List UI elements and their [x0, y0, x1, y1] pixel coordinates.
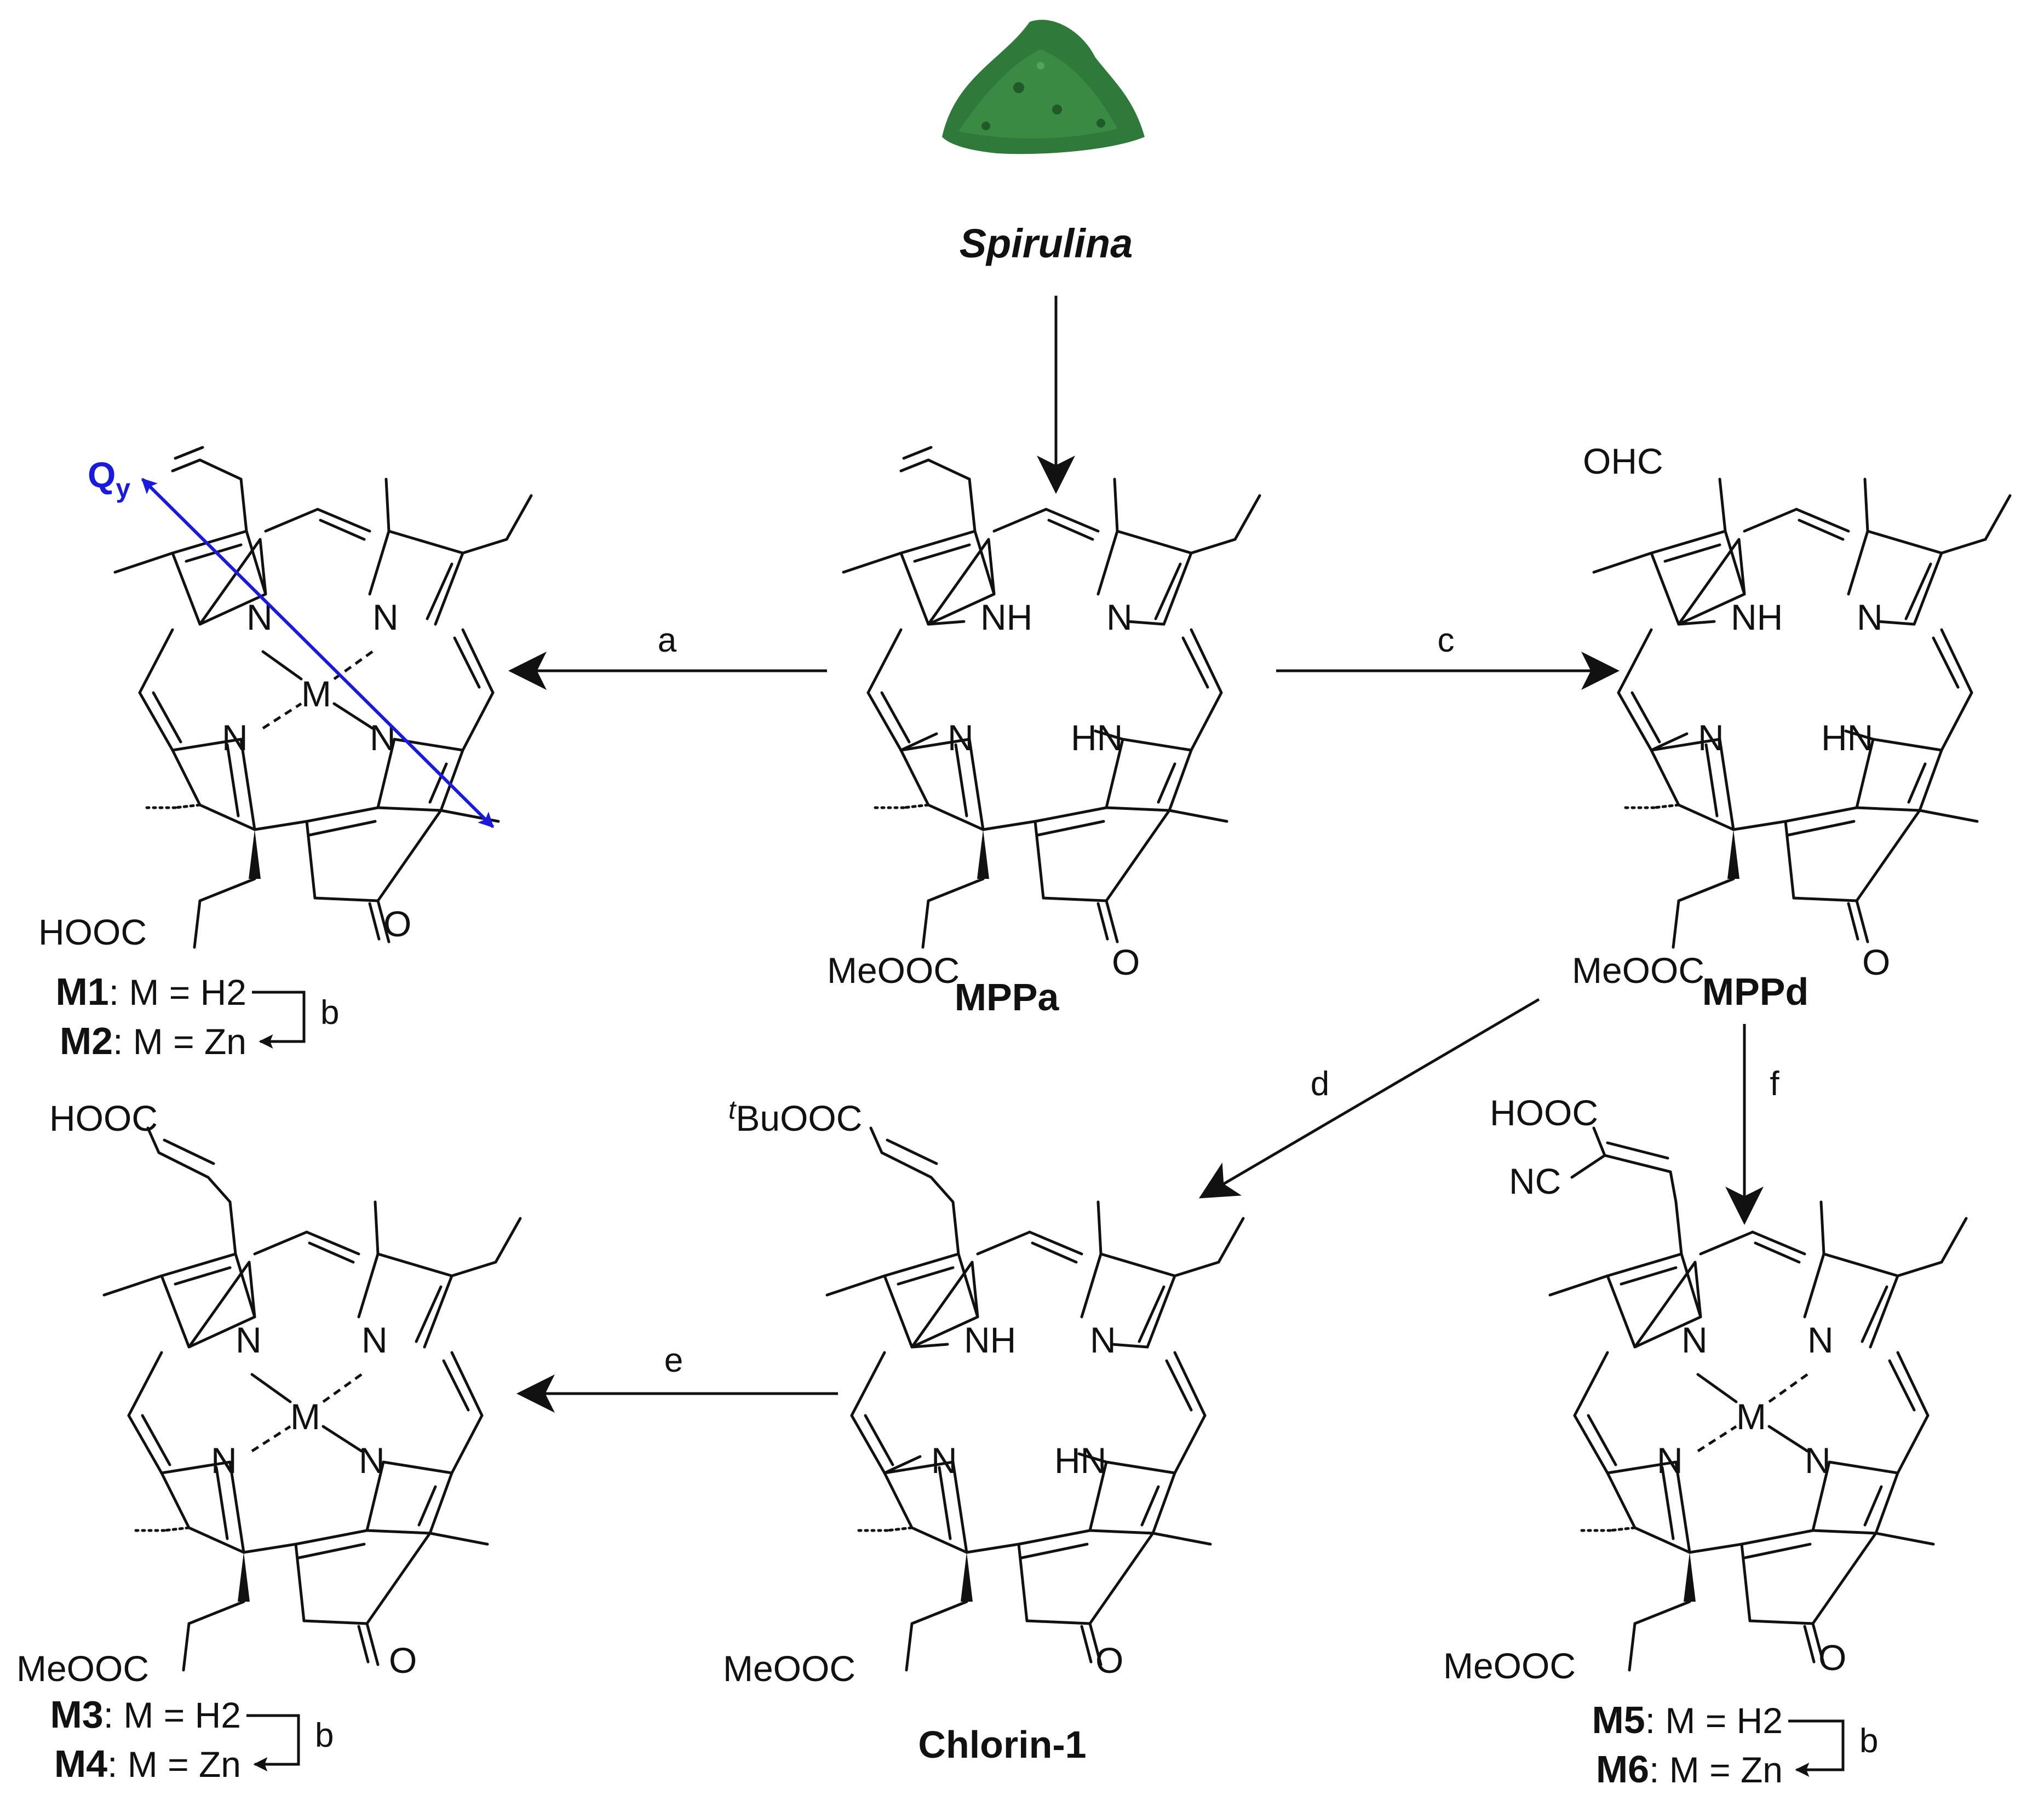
svg-text:M4: M = Zn: M4: M = Zn	[54, 1742, 241, 1785]
m12-n-2: N	[372, 597, 399, 637]
mppa-hn-bottom: HN	[1071, 717, 1123, 758]
m34-acid-top: HOOC	[49, 1098, 158, 1138]
chlorin1-nh-top: NH	[964, 1320, 1016, 1360]
mppa-nh-top: NH	[980, 597, 1032, 637]
m56-n-3: N	[1657, 1440, 1683, 1481]
qy-transition-arrow	[141, 477, 495, 828]
m56-ester: MeOOC	[1443, 1645, 1576, 1686]
mppd-ketone: O	[1862, 942, 1890, 982]
svg-text:M5: M = H2: M5: M = H2	[1592, 1699, 1783, 1741]
compound-m1-m2: N N N N M O HOOC Qy M1: M = H2 M2: M = Z…	[38, 446, 531, 1062]
step-d-label: d	[1311, 1065, 1329, 1103]
mppd-nh-top: NH	[1731, 597, 1783, 637]
spirulina-powder-image	[942, 20, 1145, 154]
chlorin1-ketone: O	[1095, 1640, 1123, 1681]
mppd-ester: MeOOC	[1572, 950, 1704, 991]
m34-n-3: N	[211, 1440, 237, 1481]
chlorin1-n-right: N	[1090, 1320, 1116, 1360]
mppa-name: MPPa	[955, 976, 1060, 1018]
m34-n-4: N	[359, 1440, 385, 1481]
step-f-label: f	[1770, 1065, 1779, 1103]
compound-m5-m6: HOOC NC N N N N M O MeOOC M5: M = H2 M6:…	[1443, 1092, 1966, 1791]
m34-metal: M	[290, 1396, 320, 1437]
m34-n-2: N	[361, 1320, 388, 1360]
step-c-label: c	[1438, 621, 1455, 659]
step-b-arrow-3	[1788, 1719, 1845, 1777]
chlorin1-name: Chlorin-1	[918, 1723, 1086, 1766]
step-a-label: a	[658, 621, 677, 659]
m12-acid: HOOC	[38, 912, 147, 952]
m34-step-b-label: b	[315, 1717, 334, 1754]
m56-n-4: N	[1805, 1440, 1831, 1481]
m1-m2-label: M1: M = H2 M2: M = Zn b	[56, 970, 340, 1062]
m12-metal: M	[301, 674, 331, 714]
svg-text:M2: M = Zn: M2: M = Zn	[60, 1020, 246, 1062]
m34-ketone: O	[389, 1640, 417, 1681]
m12-n-3: N	[222, 717, 248, 758]
m56-n-1: N	[1681, 1320, 1708, 1360]
m12-ketone: O	[383, 904, 411, 944]
step-e-label: e	[664, 1342, 683, 1379]
svg-text:M3: M = H2: M3: M = H2	[50, 1693, 242, 1736]
m12-step-b-label: b	[320, 994, 339, 1032]
m34-n-1: N	[236, 1320, 262, 1360]
mppd-n-bottom-left: N	[1698, 717, 1724, 758]
chlorin1-ester: MeOOC	[723, 1648, 856, 1689]
m56-ketone: O	[1818, 1637, 1846, 1678]
step-b-arrow-2	[246, 1714, 300, 1771]
svg-text:M1: M = H2: M1: M = H2	[56, 970, 247, 1013]
svg-text:M6: M = Zn: M6: M = Zn	[1596, 1748, 1783, 1791]
m3-m4-label: M3: M = H2 M4: M = Zn b	[50, 1693, 334, 1785]
mppa-ester: MeOOC	[827, 950, 960, 991]
mppa-ketone: O	[1112, 942, 1140, 982]
m56-metal: M	[1736, 1396, 1766, 1437]
compound-m3-m4: HOOC N N N N M O MeOOC M3: M = H2 M4: M …	[16, 1098, 520, 1785]
arrow-d	[1198, 998, 1540, 1199]
spirulina-label: Spirulina	[960, 221, 1133, 266]
chlorin1-ester-top: tBuOOC	[728, 1096, 862, 1138]
mppd-aldehyde: OHC	[1583, 441, 1663, 481]
reaction-arrows: a c d f e	[508, 296, 1779, 1413]
mppd-n-right: N	[1857, 597, 1883, 637]
mppd-name: MPPd	[1702, 970, 1808, 1013]
m5-m6-label: M5: M = H2 M6: M = Zn b	[1592, 1699, 1879, 1791]
m56-nitrile: NC	[1509, 1161, 1561, 1201]
chlorin1-hn-bottom: HN	[1054, 1440, 1106, 1481]
m56-step-b-label: b	[1859, 1722, 1878, 1760]
m12-n-4: N	[370, 717, 396, 758]
chlorin1-n-bottom-left: N	[931, 1440, 957, 1481]
m34-ester: MeOOC	[16, 1648, 149, 1689]
mppd-hn-bottom: HN	[1821, 717, 1873, 758]
compound-chlorin-1: tBuOOC NH N N HN O MeOOC Chlorin-1	[723, 1096, 1243, 1766]
qy-label: Qy	[88, 454, 130, 503]
mppa-n-bottom-left: N	[948, 717, 974, 758]
m56-n-2: N	[1807, 1320, 1834, 1360]
spirulina-source: Spirulina	[942, 20, 1145, 266]
m56-acid-top: HOOC	[1490, 1092, 1598, 1133]
step-b-arrow-1	[252, 991, 306, 1049]
compound-mppa: NH N N HN O MeOOC MPPa	[827, 446, 1260, 1018]
mppa-n-right: N	[1106, 597, 1133, 637]
compound-mppd: OHC NH N N HN O MeOOC MPPd	[1572, 441, 2010, 1013]
